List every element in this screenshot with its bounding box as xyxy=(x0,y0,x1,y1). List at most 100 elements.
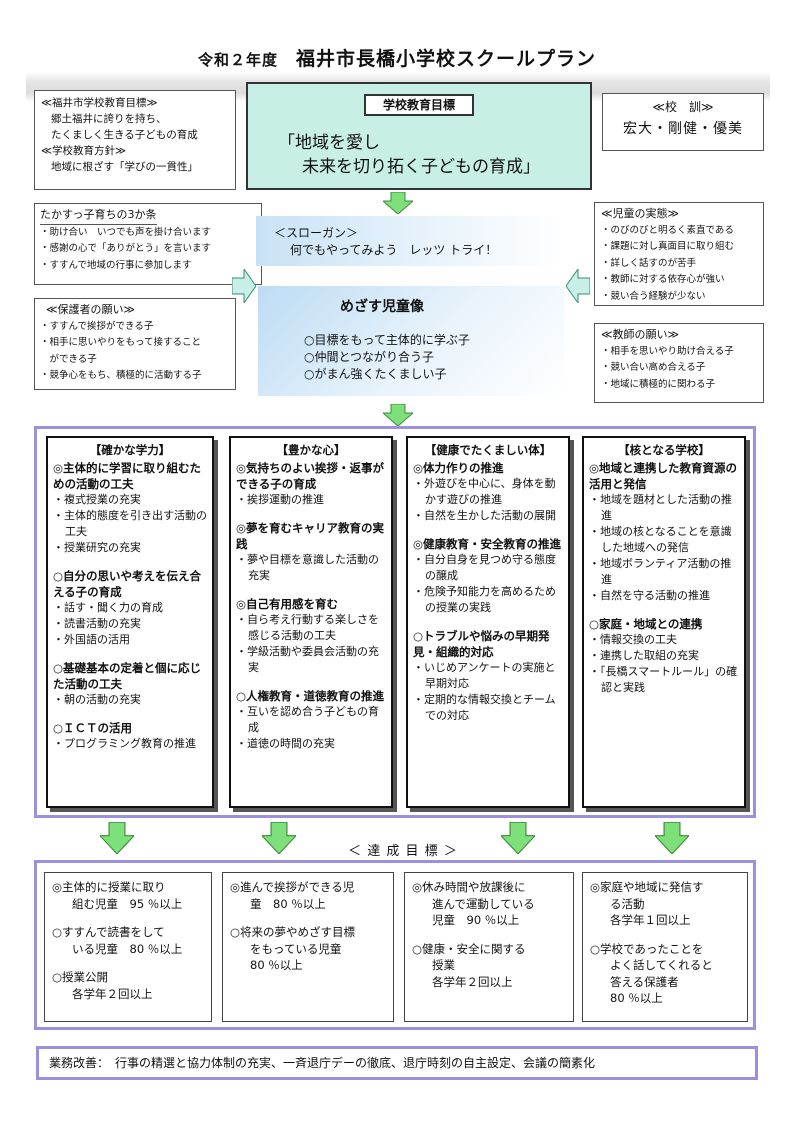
goal-item: ○健康・安全に関する xyxy=(412,941,526,956)
children-state-item: ・詳しく話すのが苦手 xyxy=(601,257,697,269)
goal-item: ○将来の夢やめざす目標 xyxy=(230,925,356,939)
column-core-school: 【核となる学校】 ◎地域と連携した教育資源の活用と発信 ・地域を題材とした活動の… xyxy=(582,436,746,808)
ideal-student-list: ○目標をもって主体的に学ぶ子 ○仲間とつながり合う子 ○がまん強くたくましい子 xyxy=(304,332,470,383)
down-arrow-icon xyxy=(100,822,134,854)
ideal-student-item: ○目標をもって主体的に学ぶ子 xyxy=(304,333,470,347)
column-item: ・自分自身を見つめ守る態度の醸成 xyxy=(413,553,556,582)
goal-item: ○授業公開 xyxy=(52,970,109,984)
goal-item: 各学年２回以上 xyxy=(432,974,513,989)
achievement-label: ＜ 達 成 目 標 ＞ xyxy=(348,844,458,859)
column-section-title: ◎夢を育むキャリア教育の実践 xyxy=(236,521,385,551)
column-section-title: ○基礎基本の定着と個に応じた活動の工夫 xyxy=(53,661,202,691)
goal-item: 進んで運動している xyxy=(432,896,535,911)
work-improvement-bar: 業務改善： 行事の精選と協力体制の充実、一斉退庁デーの徹底、退庁時刻の自主設定、… xyxy=(36,1046,758,1080)
goal-box-heart: ◎進んで挨拶ができる児 童 80 ％以上 ○将来の夢やめざす目標 をもっている児… xyxy=(222,872,394,1022)
column-item: ・プログラミング教育の推進 xyxy=(53,737,196,750)
goal-item: 各学年２回以上 xyxy=(72,986,153,1001)
city-goal-heading: ≪福井市学校教育目標≫ xyxy=(41,97,158,109)
motto-heading: ≪校 訓≫ xyxy=(652,100,714,114)
column-item: ・道徳の時間の充実 xyxy=(236,737,335,750)
fiscal-year: 令和２年度 xyxy=(197,51,278,69)
column-item: ・連携した取組の充実 xyxy=(589,649,699,662)
column-section-title: ○ＩＣＴの活用 xyxy=(53,721,133,735)
column-item: ・地域の核となることを意識した地域への発信 xyxy=(589,525,732,554)
initiatives-frame xyxy=(34,426,756,818)
school-plan-title: 福井市長橋小学校スクールプラン xyxy=(296,48,597,70)
teachers-wish-box: ≪教師の願い≫ ・相手を思いやり助け合える子 ・競い合い高め合える子 ・地域に積… xyxy=(594,323,764,403)
goal-box-academic: ◎主体的に授業に取り 組む児童 95 ％以上 ○すすんで読書をして いる児童 8… xyxy=(44,872,212,1022)
goal-item: 組む児童 95 ％以上 xyxy=(72,896,183,911)
right-arrow-icon xyxy=(232,269,256,303)
motto-text: 宏大・剛健・優美 xyxy=(623,121,743,137)
goal-item: ◎休み時間や放課後に xyxy=(412,880,526,894)
column-section-title: ○人権教育・道徳教育の推進 xyxy=(236,689,385,703)
down-arrow-icon xyxy=(262,822,296,854)
column-item: ・自然を生かした活動の展開 xyxy=(413,509,556,522)
column-section-title: ◎体力作りの推進 xyxy=(413,461,504,475)
down-arrow-icon xyxy=(655,822,689,854)
children-state-heading: ≪児童の実態≫ xyxy=(601,207,680,220)
goal-item: 答える保護者 xyxy=(610,974,679,989)
column-item: ・挨拶運動の推進 xyxy=(236,493,324,506)
column-health: 【健康でたくましい体】 ◎体力作りの推進 ・外遊びを中心に、身体を動かす遊びの推… xyxy=(406,436,570,808)
column-section-title: ○家庭・地域との連携 xyxy=(589,617,703,631)
column-item: ・地域を題材とした活動の推進 xyxy=(589,493,732,522)
school-goal-line1: 「地域を愛し xyxy=(278,133,380,153)
teachers-wish-heading: ≪教師の願い≫ xyxy=(601,328,680,341)
column-heading: 【豊かな心】 xyxy=(276,443,346,457)
column-item: ・いじめアンケートの実施と早期対応 xyxy=(413,661,556,690)
goal-box-health: ◎休み時間や放課後に 進んで運動している 児童 90 ％以上 ○健康・安全に関す… xyxy=(404,872,574,1022)
column-section-title: ○自分の思いや考えを伝え合える子の育成 xyxy=(53,569,202,599)
school-goal-line2: 未来を切り拓く子どもの育成」 xyxy=(302,157,540,177)
tips-item: ・すすんで地域の行事に参加します xyxy=(40,259,192,271)
column-academic: 【確かな学力】 ◎主体的に学習に取り組むための活動の工夫 ・複式授業の充実 ・主… xyxy=(46,436,214,808)
column-item: ・外遊びを中心に、身体を動かす遊びの推進 xyxy=(413,477,556,506)
down-arrow-icon xyxy=(383,192,413,214)
ideal-student-item: ○がまん強くたくましい子 xyxy=(304,367,447,381)
slogan-box: ＜スローガン＞ 何でもやってみよう レッツ トライ！ xyxy=(256,216,564,266)
column-item: ・読書活動の充実 xyxy=(53,617,141,630)
school-policy-line: 地域に根ざす「学びの一貫性」 xyxy=(51,161,198,173)
column-heading: 【確かな学力】 xyxy=(89,443,171,457)
city-goal-box: ≪福井市学校教育目標≫ 郷土福井に誇りを持ち、 たくましく生きる子どもの育成 ≪… xyxy=(34,90,236,190)
down-arrow-icon xyxy=(501,822,535,854)
column-item: ・話す・聞く力の育成 xyxy=(53,601,163,614)
column-item: ・「長橋スマートルール」の確認と実践 xyxy=(589,665,738,694)
column-item: ・互いを認め合う子どもの育成 xyxy=(236,705,379,734)
goal-item: ◎家庭や地域に発信す xyxy=(590,880,704,894)
teachers-wish-item: ・地域に積極的に関わる子 xyxy=(601,378,716,390)
goal-item: 童 80 ％以上 xyxy=(250,896,326,911)
parents-wish-box: ≪保護者の願い≫ ・すすんで挨拶ができる子 ・相手に思いやりをもって接すること … xyxy=(34,298,236,390)
tips-item: ・助け合い いつでも声を掛け合います xyxy=(40,226,212,238)
goal-item: ◎主体的に授業に取り xyxy=(52,880,166,894)
ideal-student-item: ○仲間とつながり合う子 xyxy=(304,350,434,364)
parents-wish-heading: ≪保護者の願い≫ xyxy=(46,303,136,316)
children-state-item: ・課題に対し真面目に取り組む xyxy=(601,241,735,252)
tips-heading: たかすっ子育ちの3か条 xyxy=(40,207,157,225)
school-policy-heading: ≪学校教育方針≫ xyxy=(41,145,126,157)
column-item: ・朝の活動の充実 xyxy=(53,693,141,706)
column-item: ・危険予知能力を高めるための授業の実践 xyxy=(413,585,556,614)
down-arrow-icon xyxy=(383,404,413,426)
goal-item: をもっている児童 xyxy=(250,941,342,956)
goal-item: 各学年１回以上 xyxy=(610,913,691,927)
children-state-item: ・教師に対する依存心が強い xyxy=(601,274,725,285)
column-heading: 【核となる学校】 xyxy=(618,443,710,457)
motto-box: ≪校 訓≫ 宏大・剛健・優美 xyxy=(602,93,764,151)
goal-item: 80 ％以上 xyxy=(250,958,303,972)
column-heart: 【豊かな心】 ◎気持ちのよい挨拶・返事ができる子の育成 ・挨拶運動の推進 ◎夢を… xyxy=(229,436,393,808)
goal-item: る活動 xyxy=(610,896,645,911)
parents-wish-item: ・すすんで挨拶ができる子 xyxy=(40,320,154,332)
column-item: ・夢や目標を意識した活動の充実 xyxy=(236,553,379,582)
column-item: ・外国語の活用 xyxy=(53,633,130,646)
column-section-title: ◎地域と連携した教育資源の活用と発信 xyxy=(589,461,738,491)
column-item: ・定期的な情報交換とチームでの対応 xyxy=(413,693,556,722)
column-heading: 【健康でたくましい体】 xyxy=(424,443,552,457)
children-state-item: ・競い合う経験が少ない xyxy=(601,290,706,302)
column-item: ・地域ボランティア活動の推進 xyxy=(589,557,732,586)
column-section-title: ◎気持ちのよい挨拶・返事ができる子の育成 xyxy=(236,461,385,491)
column-item: ・主体的態度を引き出す活動の工夫 xyxy=(53,509,207,538)
column-item: ・自ら考え行動する楽しさを感じる活動の工夫 xyxy=(236,613,379,642)
achievement-frame xyxy=(34,860,756,1030)
school-goal-label: 学校教育目標 xyxy=(364,94,474,116)
